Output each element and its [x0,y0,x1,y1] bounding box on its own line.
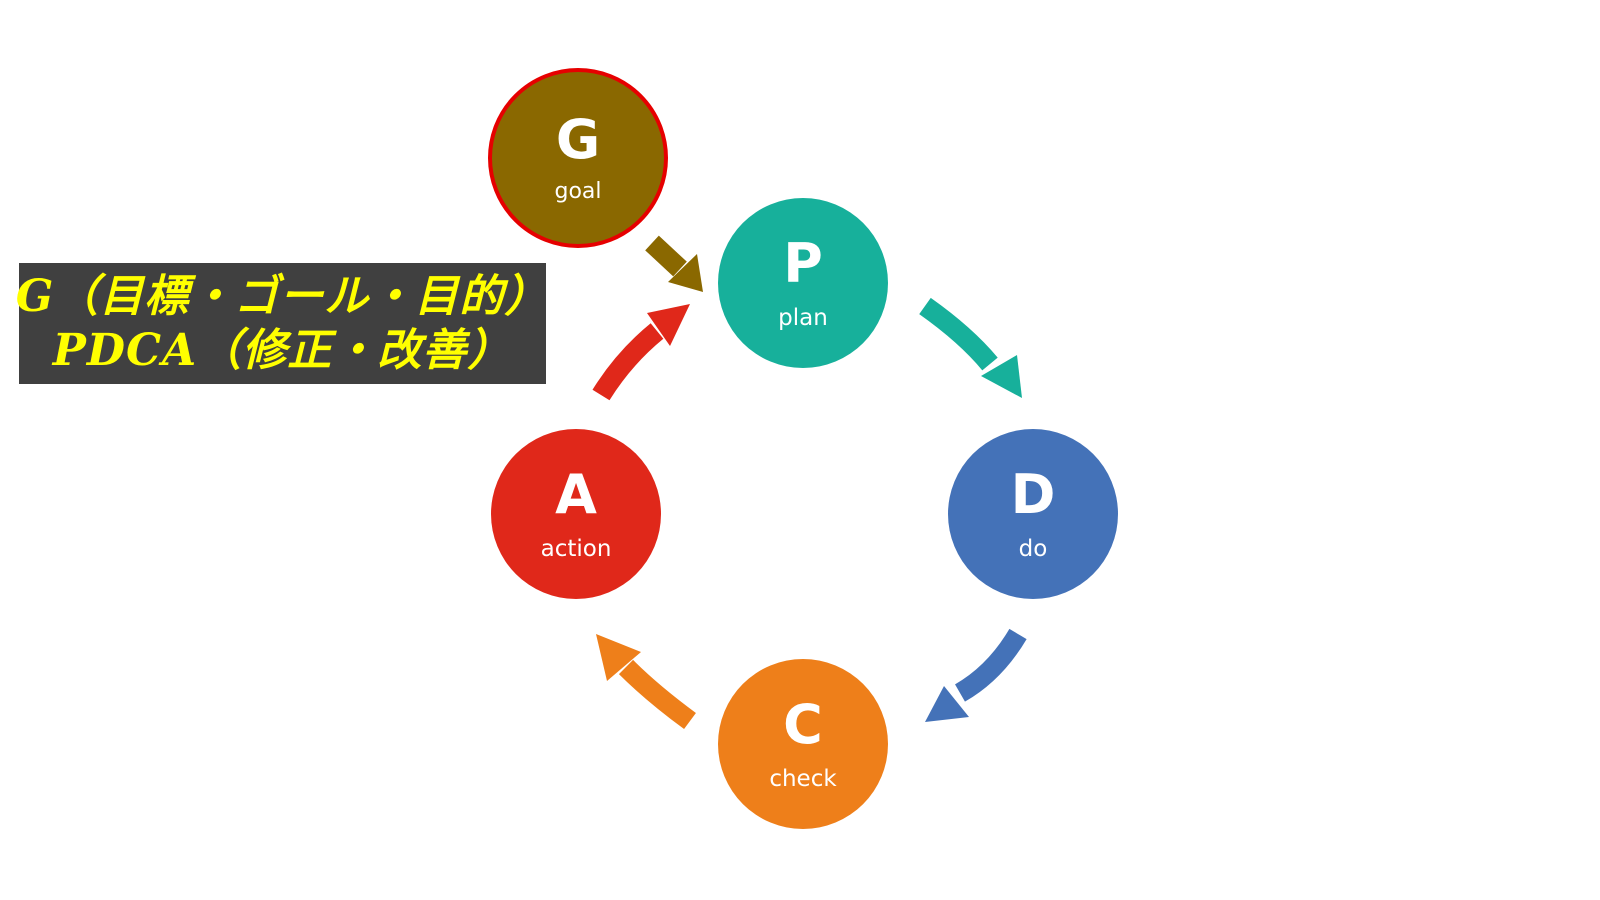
arrow-plan-to-do [919,297,1022,398]
check-node: C check [718,659,888,829]
caption-line-2: PDCA（修正・改善） [52,324,513,376]
action-label: action [540,536,612,562]
goal-letter: G [555,108,601,171]
check-label: check [769,766,837,792]
goal-node: G goal [488,68,668,248]
plan-label: plan [778,305,828,331]
do-node: D do [948,429,1118,599]
do-letter: D [1010,463,1056,526]
plan-letter: P [783,232,823,295]
caption-box: G（目標・ゴール・目的） PDCA（修正・改善） [16,263,548,384]
do-label: do [1018,536,1048,562]
goal-label: goal [554,179,602,204]
check-letter: C [783,693,823,756]
arrow-goal-to-plan [645,235,703,292]
action-letter: A [555,463,597,526]
arrow-do-to-check [925,628,1027,722]
action-node: A action [491,429,661,599]
arrow-action-to-plan [592,304,690,401]
arrow-check-to-action [596,634,696,730]
caption-line-1: G（目標・ゴール・目的） [15,270,550,322]
plan-node: P plan [718,198,888,368]
